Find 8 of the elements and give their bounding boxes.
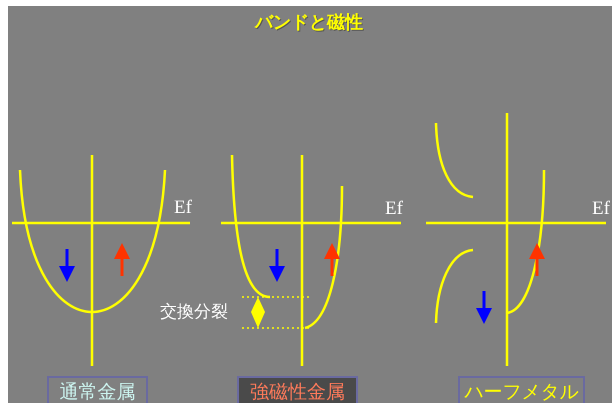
label-box: 強磁性金属 — [237, 376, 358, 403]
label-box: ハーフメタル — [458, 376, 585, 403]
fermi-level-label: Ef — [385, 198, 403, 220]
fermi-level-label: Ef — [174, 197, 192, 219]
annotation-label: 交換分裂 — [160, 301, 228, 323]
fermi-level-label: Ef — [592, 198, 610, 220]
title: バンドと磁性 — [255, 11, 363, 34]
label-box: 通常金属 — [47, 376, 148, 403]
